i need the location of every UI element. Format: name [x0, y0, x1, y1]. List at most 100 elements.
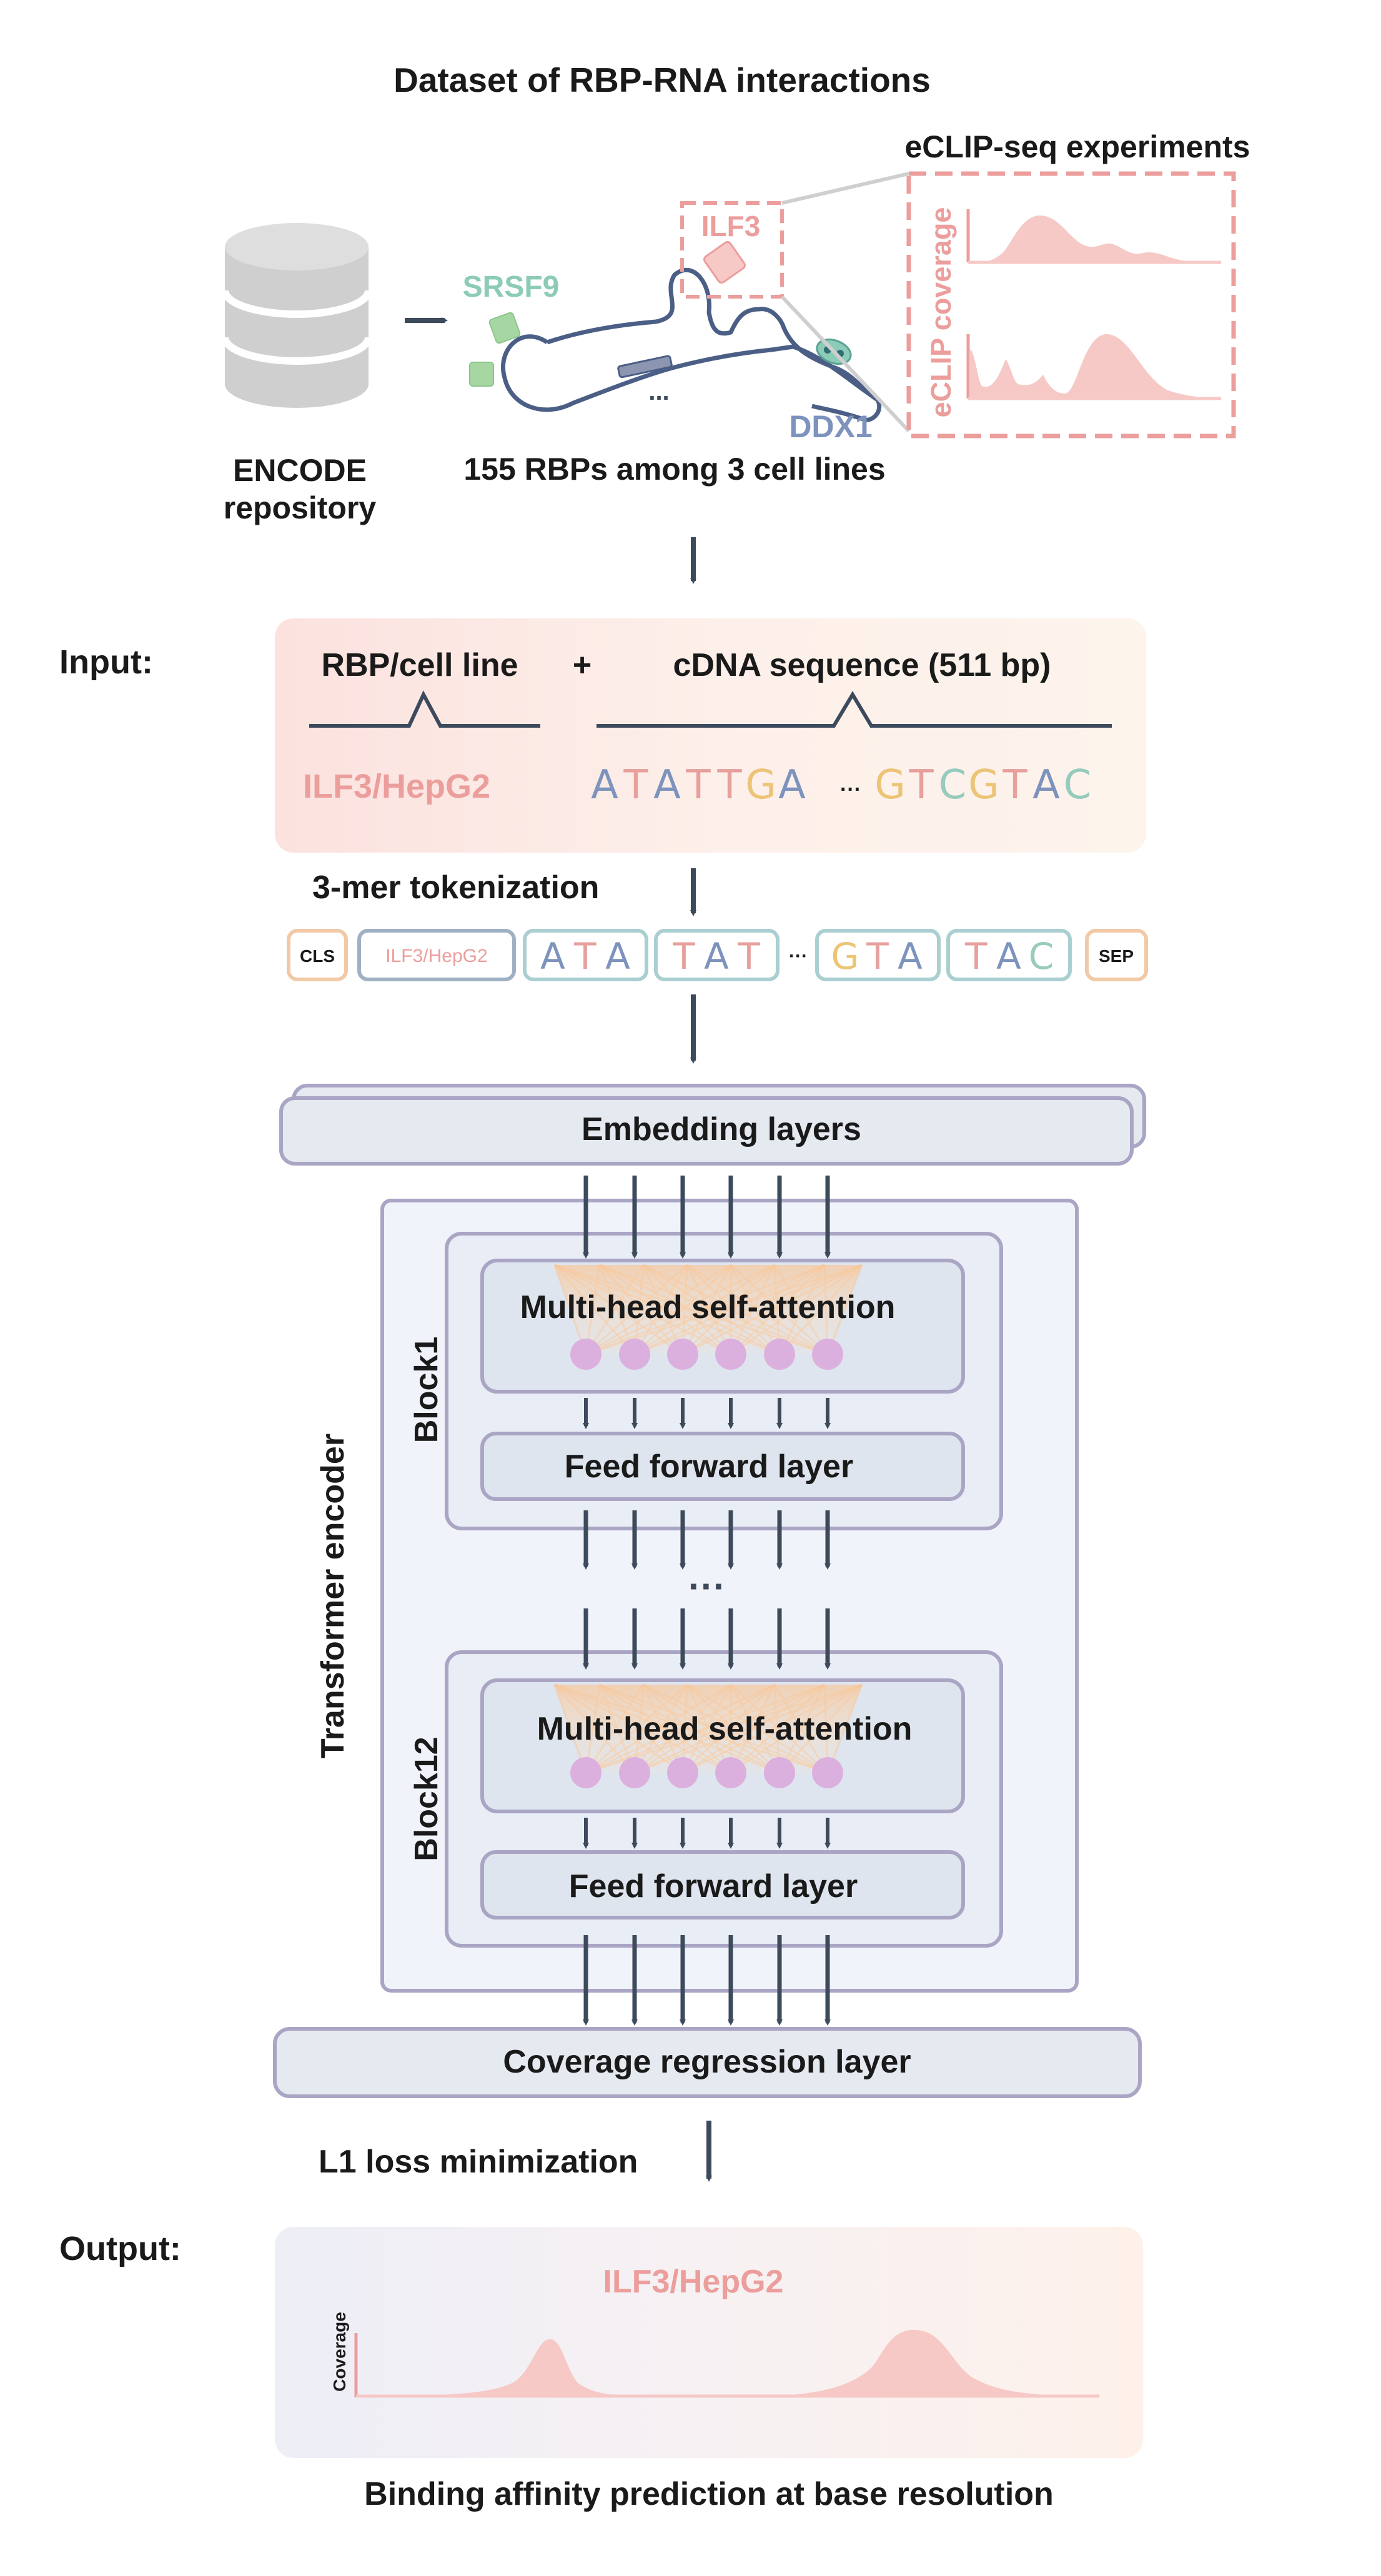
arrows-into-block12: [583, 1608, 831, 1670]
rbp-value: ILF3/HepG2: [303, 768, 490, 805]
token-node: [812, 1339, 843, 1370]
output-panel: [275, 2227, 1143, 2458]
ddx1-label: DDX1: [789, 409, 872, 444]
block12-feed-forward-box: [480, 1850, 965, 1920]
token-node: [570, 1339, 601, 1370]
kmer-nucleotide: A: [704, 935, 729, 978]
kmer-nucleotide: T: [737, 935, 760, 978]
block1-label: Block1: [408, 1337, 445, 1444]
sequence-right-nucleotide: G: [968, 762, 999, 808]
sequence-right-nucleotide: T: [1002, 762, 1027, 808]
output-coverage-track: [354, 2329, 1099, 2398]
token-ellipsis: ···: [789, 946, 808, 966]
token-node: [764, 1757, 795, 1788]
token-node: [619, 1339, 650, 1370]
cdna-header: cDNA sequence (511 bp): [673, 647, 1051, 683]
sequence-right-nucleotide: A: [1032, 762, 1060, 808]
kmer-nucleotide: A: [898, 935, 923, 978]
kmer-nucleotide: T: [866, 935, 889, 978]
between-blocks-ellipsis: ···: [688, 1565, 726, 1607]
eclip-track-1: [966, 209, 1221, 264]
svg-text:ILF3/HepG2: ILF3/HepG2: [385, 946, 487, 966]
figure-title: Dataset of RBP-RNA interactions: [394, 61, 931, 99]
arrows-block12-to-regression: [583, 1935, 831, 2026]
sequence-left-nucleotide: T: [685, 762, 711, 808]
block12-inner-arrows: [583, 1818, 831, 1849]
kmer-nucleotide: C: [1029, 935, 1054, 978]
sequence-left-nucleotide: A: [778, 762, 806, 808]
coverage-regression-box: [273, 2027, 1142, 2098]
embedding-label: Embedding layers: [582, 1111, 861, 1147]
eclip-title: eCLIP-seq experiments: [905, 129, 1250, 164]
srsf9-protein-2: [469, 362, 494, 387]
block1-attention-label: Multi-head self-attention: [520, 1289, 896, 1325]
rna-structure: [501, 268, 881, 422]
token-node: [570, 1757, 601, 1788]
srsf9-label: SRSF9: [463, 270, 560, 304]
srsf9-protein-1: [488, 312, 521, 344]
block12-feed-forward-label: Feed forward layer: [569, 1868, 858, 1905]
output-rbp-value: ILF3/HepG2: [603, 2264, 784, 2300]
block12-attention-label: Multi-head self-attention: [537, 1711, 913, 1747]
cdna-brace: [596, 691, 1112, 728]
eclip-panel: [906, 171, 1236, 438]
arrows-embedding-to-block1: [583, 1176, 831, 1259]
block12-label: Block12: [408, 1736, 445, 1861]
ilf3-label: ILF3: [701, 210, 761, 242]
kmer-nucleotide: T: [672, 935, 695, 978]
kmer-nucleotide: A: [540, 935, 565, 978]
kmer-nucleotide: A: [996, 935, 1021, 978]
attention-fan: [555, 1685, 862, 1773]
token-node: [667, 1757, 698, 1788]
sequence-ellipsis: ···: [840, 778, 861, 801]
output-label: Output:: [59, 2230, 181, 2267]
token-node: [812, 1757, 843, 1788]
svg-text:SEP: SEP: [1099, 946, 1134, 966]
arrows-block1-out: [583, 1510, 831, 1570]
embedding-layers-box: [279, 1096, 1134, 1166]
transformer-encoder-label: Transformer encoder: [315, 1434, 351, 1758]
block1-feed-forward-label: Feed forward layer: [565, 1449, 853, 1485]
input-plus: +: [573, 647, 592, 683]
rna-bound-strand: [617, 355, 673, 379]
block12-attention-weights: [553, 1683, 863, 1774]
sequence-right-nucleotide: T: [908, 762, 934, 808]
eclip-axis-label: eCLIP coverage: [925, 207, 957, 418]
database-icon: [221, 223, 372, 408]
token-node: [764, 1339, 795, 1370]
sequence-left-nucleotide: G: [745, 762, 776, 808]
rbp-header: RBP/cell line: [322, 647, 518, 683]
sequence-left-nucleotide: A: [591, 762, 618, 808]
token-cls: CLS: [287, 929, 348, 981]
ilf3-connector-bottom: [780, 295, 911, 433]
sequence-left-nucleotide: T: [623, 762, 648, 808]
coverage-regression-label: Coverage regression layer: [503, 2044, 911, 2080]
attention-fan: [555, 1265, 862, 1354]
block1-token-nodes: [570, 1339, 843, 1370]
ilf3-connector-top: [781, 172, 909, 205]
rbp-brace: [309, 690, 540, 728]
input-panel: [275, 618, 1146, 853]
dataset-summary: 155 RBPs among 3 cell lines: [463, 452, 885, 487]
repository-label-line1: ENCODE: [233, 453, 367, 488]
repository-label-line2: repository: [224, 490, 377, 525]
sequence-right-nucleotide: C: [939, 762, 967, 808]
kmer-nucleotide: T: [964, 935, 987, 978]
token-sep: SEP: [1085, 929, 1148, 981]
rna-ellipsis: ...: [648, 378, 669, 405]
kmer-nucleotide: T: [573, 935, 596, 978]
token-node: [715, 1757, 746, 1788]
tokenization-label: 3-mer tokenization: [312, 869, 599, 906]
sequence-right-nucleotide: C: [1064, 762, 1092, 808]
token-node: [715, 1339, 746, 1370]
output-caption: Binding affinity prediction at base reso…: [364, 2476, 1054, 2512]
eclip-track-2: [966, 334, 1221, 400]
